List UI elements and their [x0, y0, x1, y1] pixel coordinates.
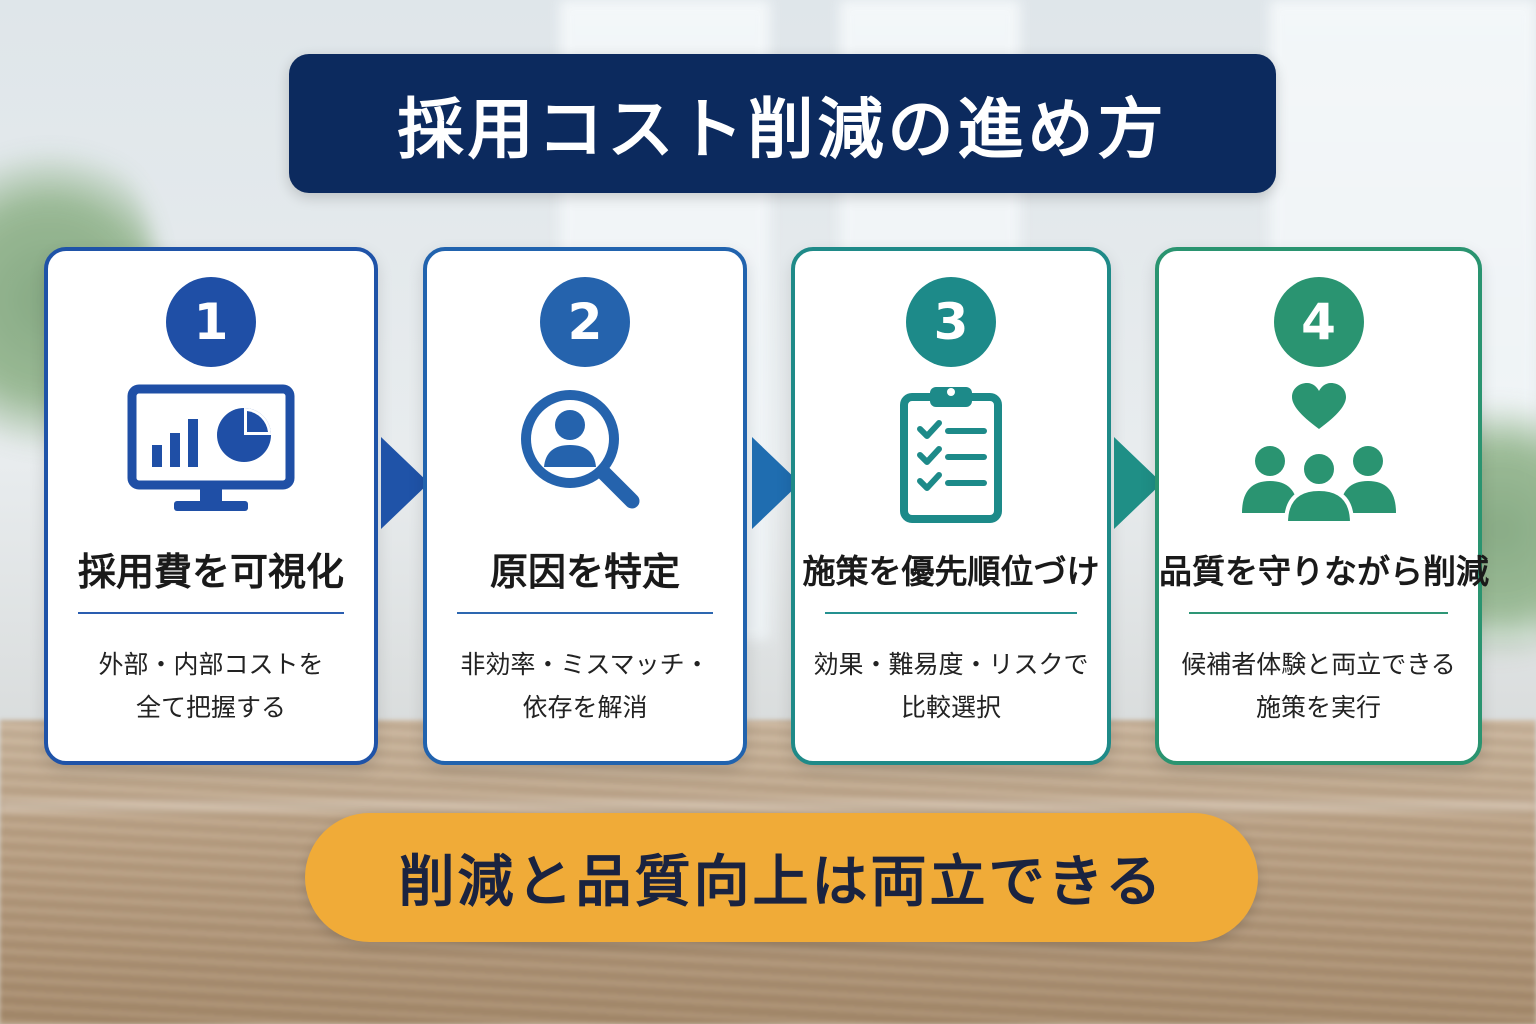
step-card-2: 2 原因を特定 非効率・ミスマッチ・ 依存を解消 [423, 247, 747, 765]
chevron-right-icon [752, 437, 800, 529]
chevron-right-icon [381, 437, 429, 529]
step-description-line: 効果・難易度・リスクで [813, 650, 1089, 679]
step-title: 品質を守りながら削減 [1159, 552, 1489, 591]
divider [78, 612, 344, 614]
step-card-4: 4 品質を守りながら削減 候補者体験と両立できる 施策を実行 [1155, 247, 1489, 765]
step-number-badge: 4 [1273, 277, 1364, 367]
step-description: 外部・内部コストを 全て把握する [56, 643, 366, 729]
chevron-right-icon [1114, 437, 1162, 529]
divider [457, 612, 713, 614]
step-description: 非効率・ミスマッチ・ 依存を解消 [435, 643, 735, 729]
page-title: 採用コスト削減の進め方 [397, 90, 1168, 168]
step-description-line: 比較選択 [900, 693, 1001, 722]
step-title: 採用費を可視化 [77, 550, 344, 594]
step-description-line: 施策を実行 [1255, 693, 1381, 722]
divider [1189, 612, 1448, 614]
step-description-line: 外部・内部コストを [98, 650, 324, 679]
step-number-badge: 2 [540, 277, 630, 367]
background-floor [0, 720, 1536, 1024]
step-title: 原因を特定 [489, 550, 680, 594]
step-description-line: 依存を解消 [522, 693, 648, 722]
step-description-line: 非効率・ミスマッチ・ [460, 650, 710, 679]
step-card-3: 3 施策を優先順位づけ 効果・難易度・リスクで 比較選択 [791, 247, 1111, 765]
step-description: 効果・難易度・リスクで 比較選択 [803, 643, 1099, 729]
background-table [0, 800, 1536, 812]
step-card-1: 1 採用費を可視化 外部・内部コストを 全て把握する [44, 247, 378, 765]
clipboard-checklist-icon [900, 387, 1002, 523]
people-heart-icon [1241, 383, 1396, 523]
step-description: 候補者体験と両立できる 施策を実行 [1167, 643, 1470, 729]
step-description-line: 候補者体験と両立できる [1181, 650, 1456, 679]
footer-message: 削減と品質向上は両立できる [398, 850, 1165, 915]
title-banner: 採用コスト削減の進め方 [289, 54, 1276, 193]
magnifier-person-icon [521, 390, 640, 509]
monitor-chart-icon [127, 384, 295, 511]
step-title: 施策を優先順位づけ [802, 552, 1100, 591]
footer-banner: 削減と品質向上は両立できる [305, 813, 1258, 942]
divider [825, 612, 1077, 614]
step-description-line: 全て把握する [135, 693, 286, 722]
step-number-badge: 1 [166, 277, 256, 367]
step-number-badge: 3 [906, 277, 996, 367]
